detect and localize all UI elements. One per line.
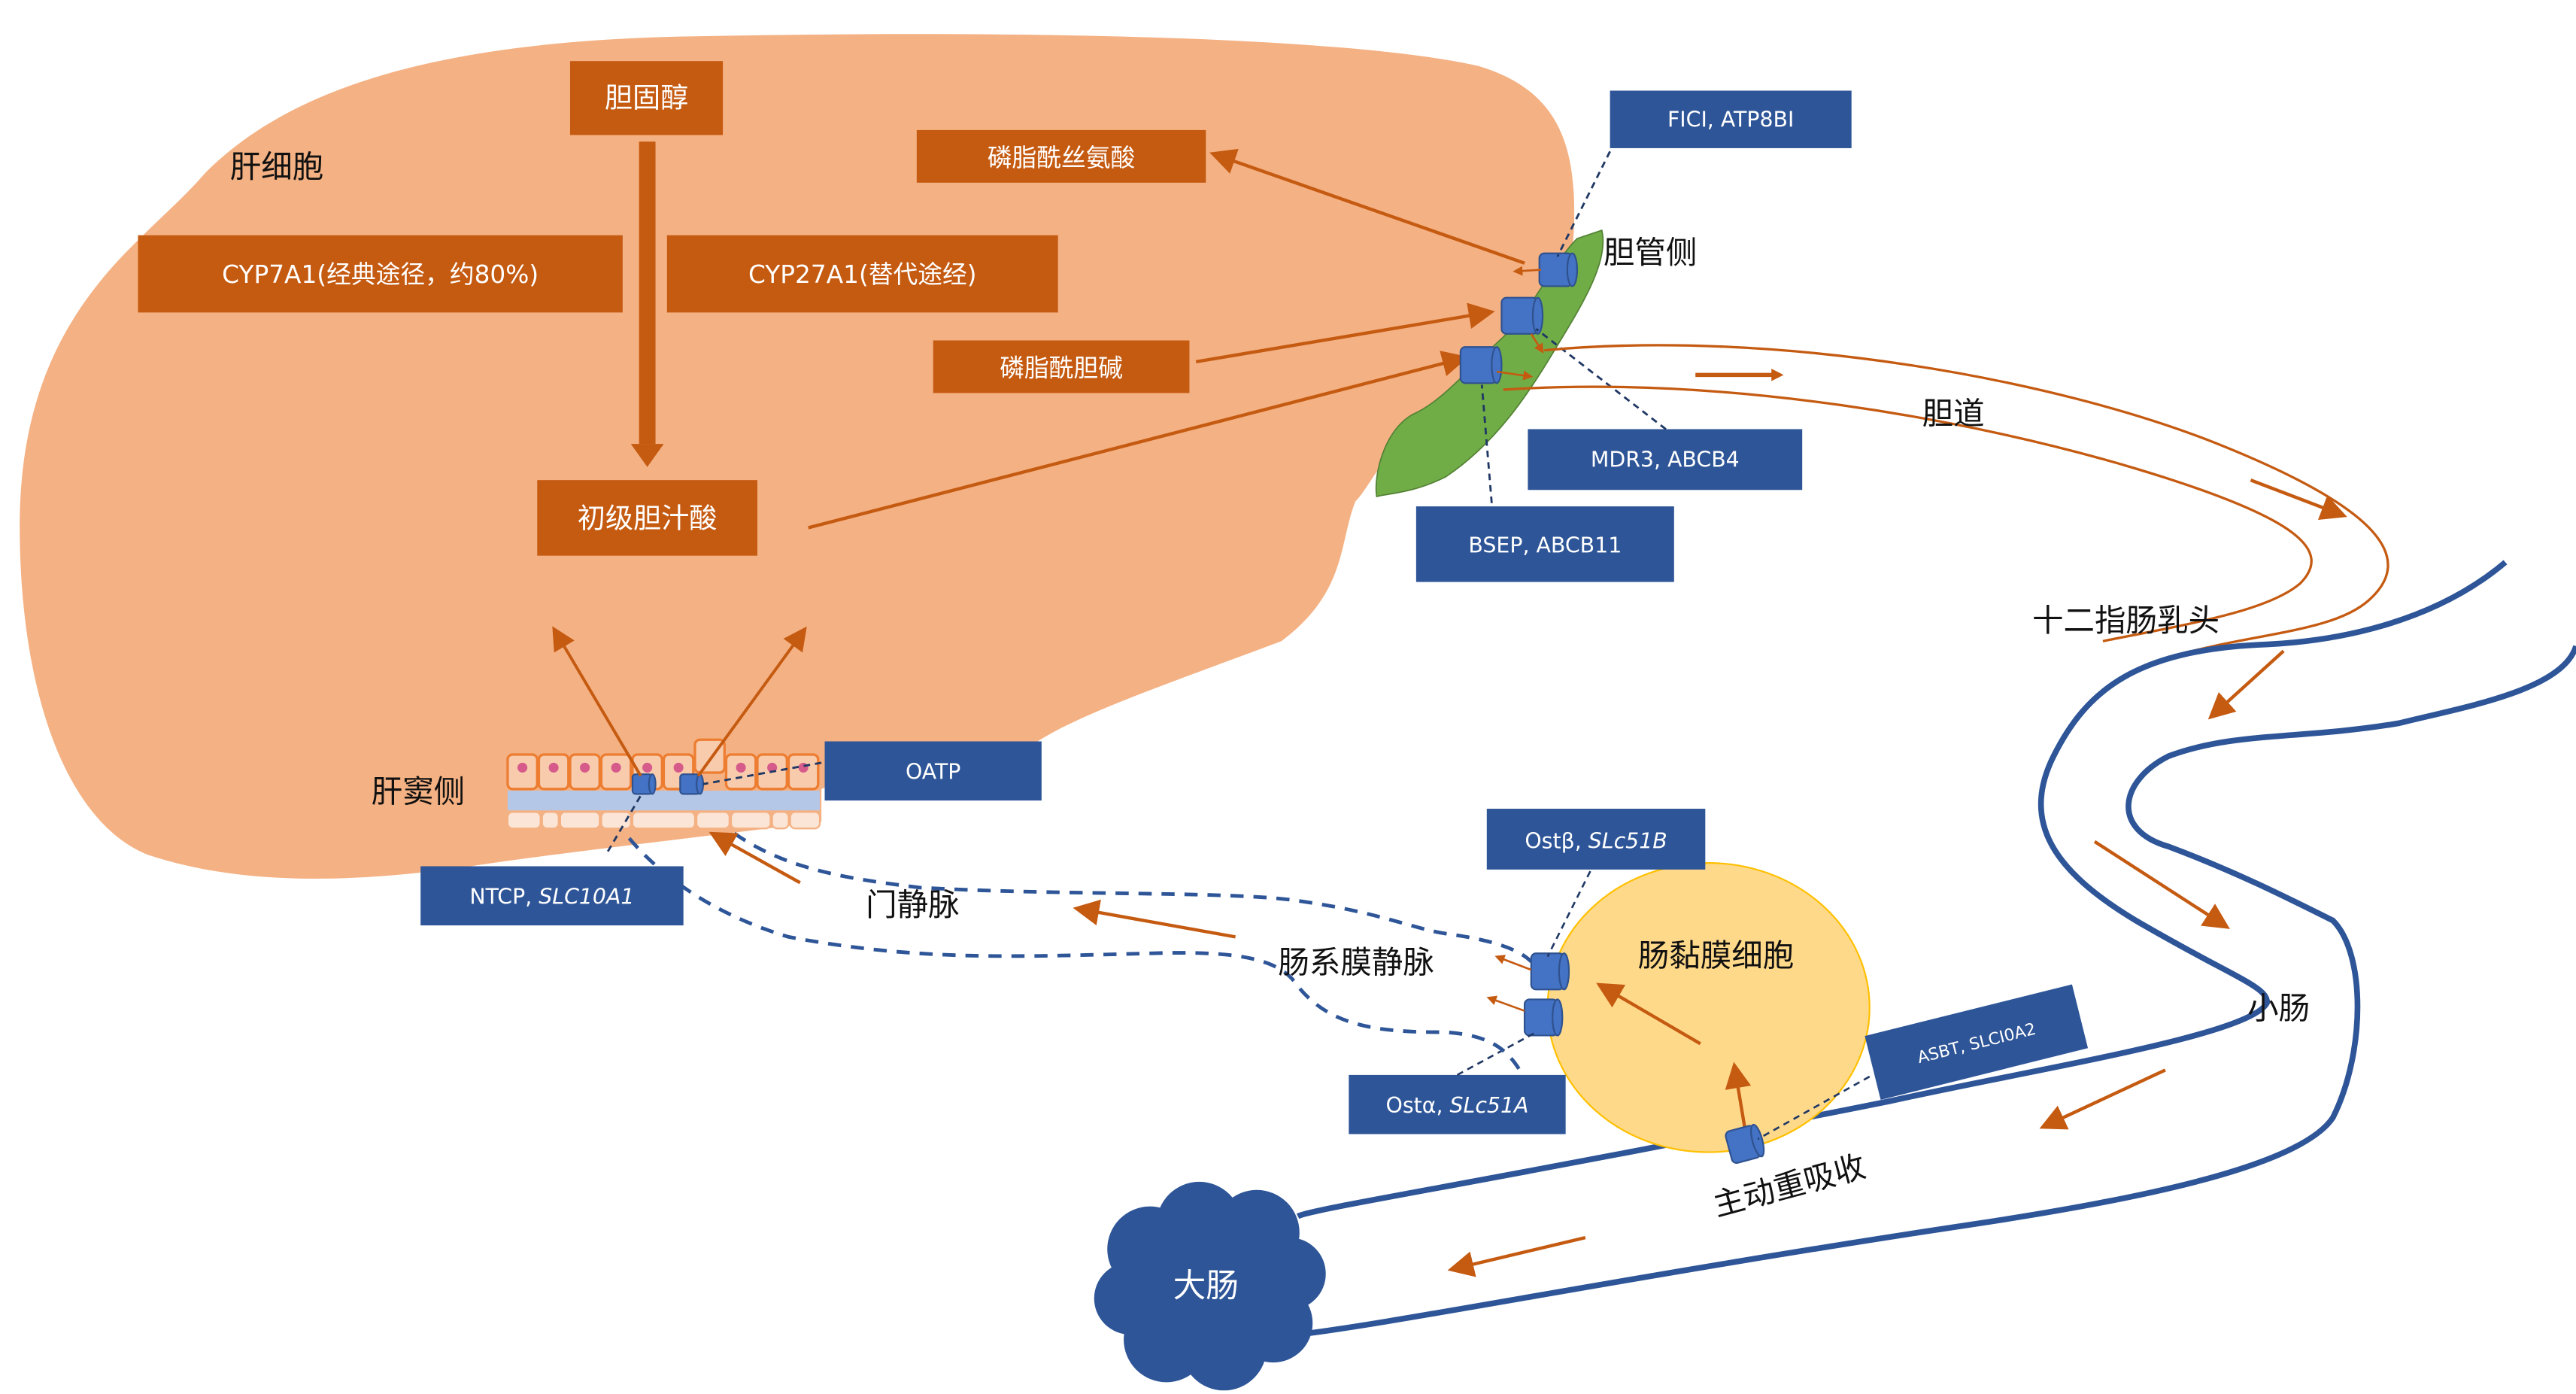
bsep-label: BSEP, ABCB11 <box>1468 533 1622 557</box>
cholesterol-node: 胆固醇 <box>569 61 724 135</box>
cyp27a1-node: CYP27A1(替代途经) <box>666 235 1058 313</box>
ostb-protein: Ostβ, <box>1525 828 1588 853</box>
enterocyte-label: 肠黏膜细胞 <box>1638 937 1795 974</box>
small-intestine-label: 小肠 <box>2247 990 2310 1027</box>
portal-flow-arrow <box>708 831 801 885</box>
ostb-gene: SLc51B <box>1588 828 1667 853</box>
enterocyte-cell <box>1546 862 1871 1153</box>
mdr3-leader <box>1535 328 1667 430</box>
primary-bile-acid-node: 初级胆汁酸 <box>537 480 757 556</box>
mdr3-transporter <box>1500 296 1544 335</box>
bsep-leader <box>1480 384 1493 503</box>
bsep-small-arrow <box>1496 370 1534 381</box>
pc-export-arrow <box>1195 302 1495 364</box>
papilla-flow-arrow <box>2207 649 2285 720</box>
ntcp-protein: NTCP, <box>469 885 539 910</box>
asbt-transporter <box>1725 1123 1765 1165</box>
large-intestine-cloud <box>1094 1181 1326 1391</box>
canalicular-side-label: 胆管侧 <box>1604 234 1698 271</box>
oatp-transporter <box>679 773 704 795</box>
fic1-label: FICI, ATP8BI <box>1667 108 1794 132</box>
small-intestine-flow-arrow-2 <box>2039 1068 2166 1130</box>
sinusoidal-side-label: 肝窦侧 <box>372 773 466 809</box>
mdr3-small-arrow <box>1530 333 1544 354</box>
ostb-leader <box>1546 870 1591 958</box>
osta-protein: Ostα, <box>1386 1093 1450 1118</box>
asbt-box: ASBT, SLCI0A2 <box>1864 984 2089 1100</box>
small-intestine-flow-arrow-1 <box>2093 840 2230 929</box>
cholesterol-label: 胆固醇 <box>605 81 688 114</box>
oatp-box: OATP <box>824 741 1042 801</box>
small-intestine-inner-wall <box>1296 560 2508 1219</box>
ntcp-label: NTCP, SLC10A1 <box>469 885 634 910</box>
portal-vein-label: 门静脉 <box>866 886 960 923</box>
asbt-leader <box>1757 1075 1871 1140</box>
phosphatidylserine-label: 磷脂酰丝氨酸 <box>988 144 1136 172</box>
enterocyte-internal-arrow <box>1596 982 1701 1046</box>
large-intestine-label: 大肠 <box>1173 1267 1239 1305</box>
ostb-label: Ostβ, SLc51B <box>1525 828 1667 853</box>
bile-acid-export-arrow <box>808 351 1469 530</box>
ostb-box: Ostβ, SLc51B <box>1486 809 1706 870</box>
mdr3-label: MDR3, ABCB4 <box>1591 448 1740 472</box>
ntcp-uptake-arrow <box>552 626 642 777</box>
phosphatidylcholine-node: 磷脂酰胆碱 <box>933 340 1190 393</box>
asbt-uptake-arrow <box>1725 1061 1752 1128</box>
hepatocyte-title: 肝细胞 <box>230 148 324 185</box>
colon-flow-arrow <box>1447 1236 1586 1277</box>
mesenteric-vein-label: 肠系膜静脉 <box>1278 943 1434 980</box>
cyp7a1-node: CYP7A1(经典途径，约80%) <box>138 235 623 313</box>
ntcp-box: NTCP, SLC10A1 <box>420 866 684 926</box>
osta-label: Ostα, SLc51A <box>1386 1093 1529 1118</box>
mdr3-box: MDR3, ABCB4 <box>1528 429 1803 490</box>
osta-gene: SLc51A <box>1450 1093 1529 1118</box>
ps-flip-arrow <box>1209 148 1525 265</box>
bsep-box: BSEP, ABCB11 <box>1415 506 1674 582</box>
osta-leader <box>1456 1031 1537 1077</box>
bile-duct-upper-wall <box>1544 344 2389 659</box>
osta-efflux-arrow <box>1486 995 1525 1012</box>
phosphatidylcholine-label: 磷脂酰胆碱 <box>1000 354 1123 383</box>
phosphatidylserine-node: 磷脂酰丝氨酸 <box>916 129 1206 183</box>
duodenal-papilla-label: 十二指肠乳头 <box>2032 602 2219 639</box>
mesenteric-flow-arrow <box>1073 899 1236 939</box>
bile-duct-label: 胆道 <box>1922 395 1985 432</box>
primary-bile-acid-label: 初级胆汁酸 <box>578 503 718 535</box>
oatp-label: OATP <box>906 760 961 785</box>
portal-vein-upper-wall <box>733 831 1533 963</box>
cyp7a1-label: CYP7A1(经典途径，约80%) <box>222 260 539 289</box>
fic1-leader <box>1556 150 1611 257</box>
bile-duct-lower-wall <box>1503 385 2313 642</box>
fic1-box: FICI, ATP8BI <box>1610 90 1852 148</box>
ntcp-gene: SLC10A1 <box>539 885 634 910</box>
endothelial-cell-row <box>506 811 821 830</box>
fic1-small-arrow <box>1513 266 1541 276</box>
ntcp-transporter <box>631 773 657 795</box>
oatp-uptake-arrow <box>696 626 807 777</box>
space-of-disse <box>507 791 820 811</box>
synthesis-arrowhead <box>630 444 664 467</box>
oatp-leader <box>702 761 822 785</box>
small-intestine-outer-wall <box>1297 645 2576 1338</box>
cyp27a1-label: CYP27A1(替代途经) <box>748 260 977 289</box>
fic1-transporter <box>1538 252 1579 287</box>
bsep-transporter <box>1459 346 1503 384</box>
osta-box: Ostα, SLc51A <box>1349 1074 1566 1134</box>
ostb-efflux-arrow <box>1494 955 1532 971</box>
bile-duct-flow-arrow-2 <box>2250 478 2347 521</box>
ostb-transporter <box>1530 952 1570 991</box>
osta-transporter <box>1523 998 1564 1037</box>
